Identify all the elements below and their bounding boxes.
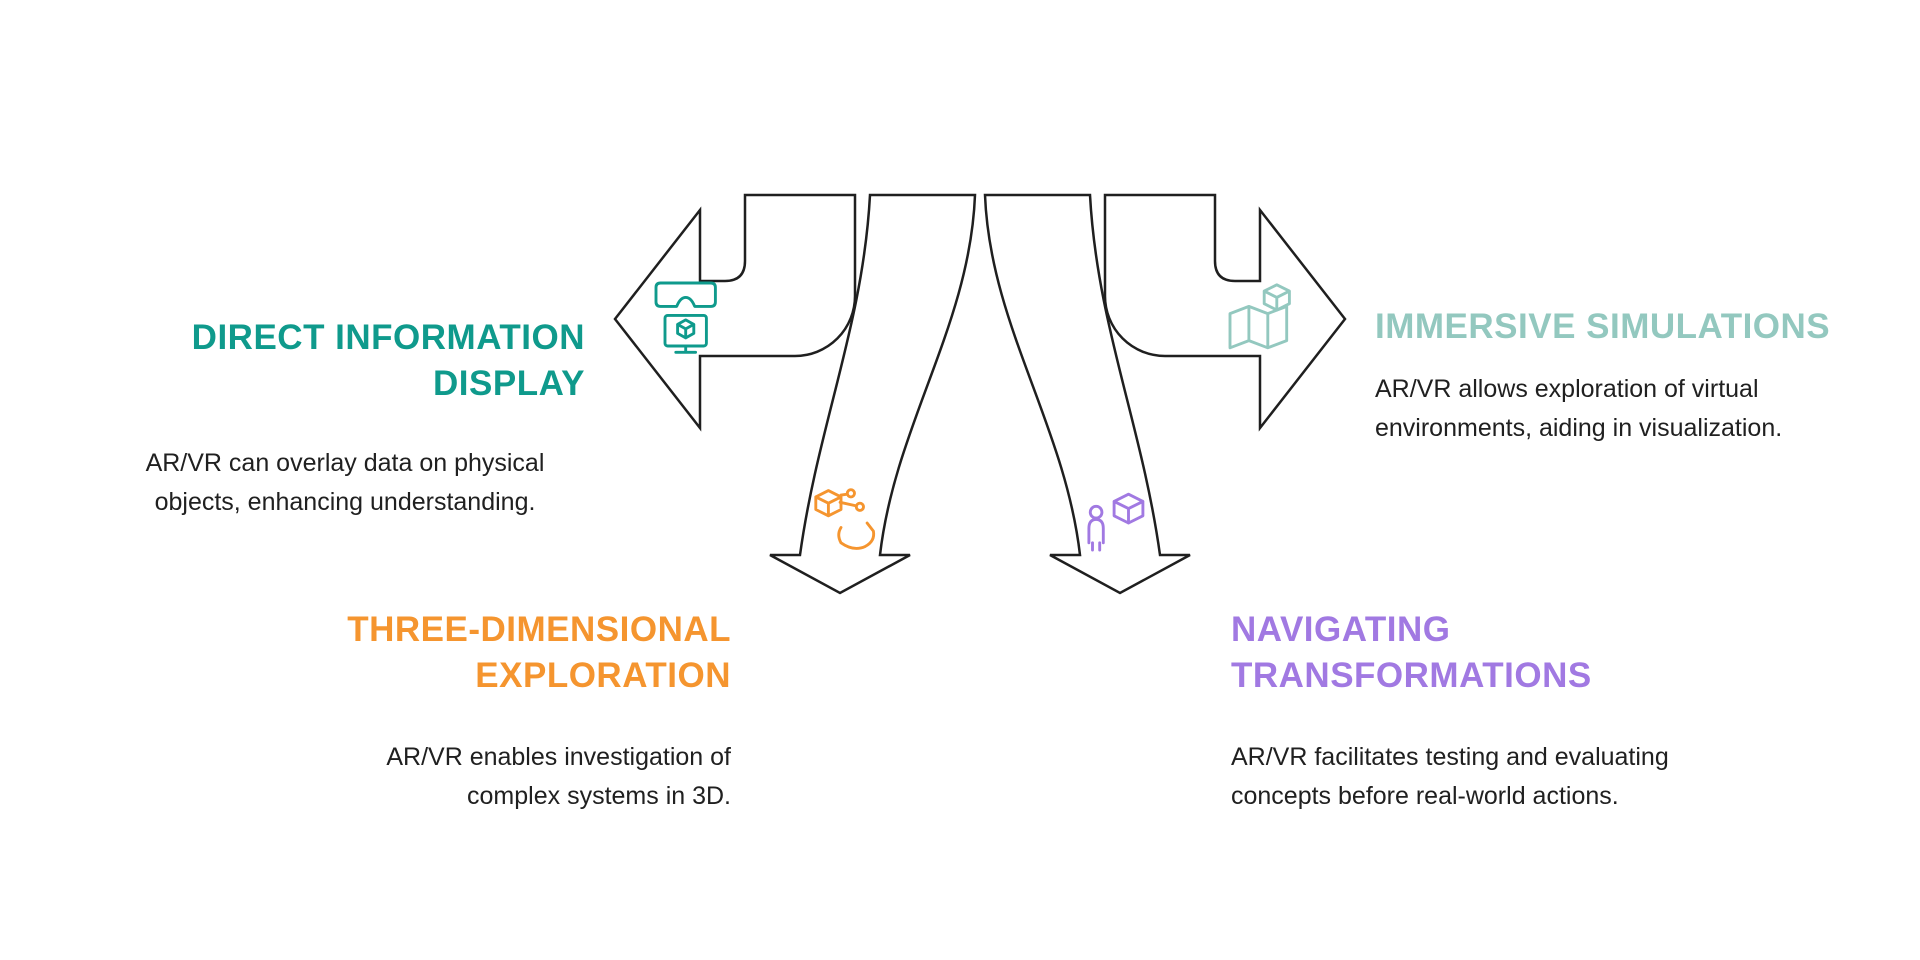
- section-body: AR/VR enables investigation of complex s…: [386, 743, 731, 810]
- section-title: THREE-DIMENSIONAL EXPLORATION: [271, 607, 731, 698]
- section-title-line: NAVIGATING: [1231, 610, 1451, 649]
- person-cube-icon: [1087, 492, 1145, 552]
- section-title: DIRECT INFORMATION DISPLAY: [105, 315, 585, 406]
- section-title: IMMERSIVE SIMULATIONS: [1375, 304, 1915, 350]
- section-title-line: IMMERSIVE SIMULATIONS: [1375, 307, 1831, 346]
- arrow-outline-down-right: [983, 193, 1191, 595]
- hand-cube-network-icon: [814, 488, 876, 550]
- section-body: AR/VR facilitates testing and evaluating…: [1231, 743, 1669, 810]
- vr-headset-monitor-icon: [654, 281, 717, 354]
- section-title-line: DIRECT INFORMATION: [191, 318, 585, 357]
- branching-arrows-diagram: [613, 193, 1347, 595]
- map-cube-icon: [1228, 283, 1291, 350]
- section-title-line: TRANSFORMATIONS: [1231, 655, 1592, 695]
- section-body: AR/VR can overlay data on physical objec…: [145, 449, 545, 516]
- section-three-dimensional-exploration: THREE-DIMENSIONAL EXPLORATION AR/VR enab…: [271, 607, 731, 816]
- section-body: AR/VR allows exploration of virtual envi…: [1375, 374, 1783, 442]
- arrow-outline-left: [613, 193, 857, 432]
- section-title-line: THREE-DIMENSIONAL: [347, 610, 731, 649]
- section-direct-information-display: DIRECT INFORMATION DISPLAY AR/VR can ove…: [105, 315, 585, 522]
- arrow-outline-right: [1103, 193, 1347, 432]
- section-immersive-simulations: IMMERSIVE SIMULATIONS AR/VR allows explo…: [1375, 304, 1915, 448]
- section-navigating-transformations: NAVIGATING TRANSFORMATIONS AR/VR facilit…: [1231, 607, 1671, 816]
- section-title-line: DISPLAY: [433, 363, 585, 403]
- section-title-line: EXPLORATION: [475, 655, 731, 695]
- section-title: NAVIGATING TRANSFORMATIONS: [1231, 607, 1671, 698]
